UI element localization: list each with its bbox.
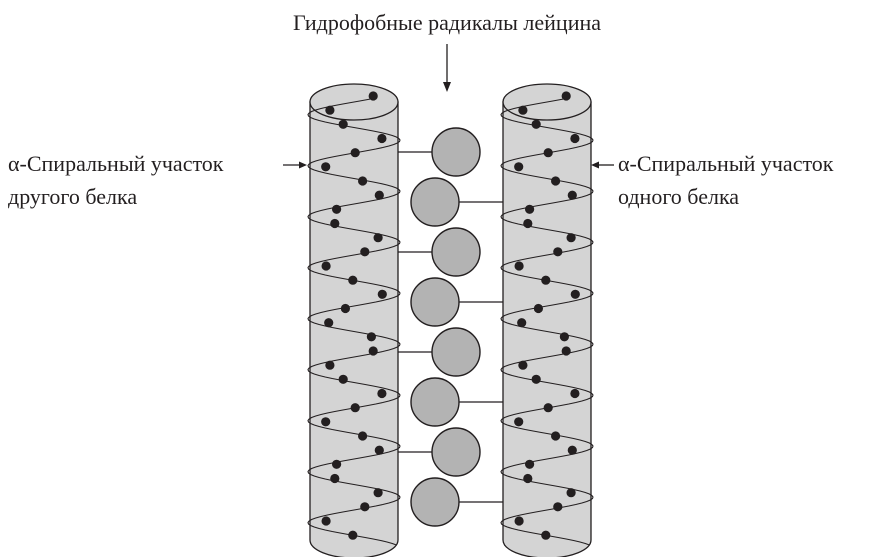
residue-dot [570,133,580,144]
residue-dot [330,473,340,484]
residue-dot [373,488,383,498]
residue-dot [325,105,335,115]
residue-dot [321,417,331,427]
residue-dot [340,303,350,314]
leucine-radical [431,227,481,277]
leucine-radical [410,477,460,527]
residue-dot [523,218,533,229]
residue-dot [374,190,384,200]
residue-dot [373,233,383,243]
residue-dot [531,374,541,384]
residue-dot [566,233,576,243]
leucine-radical [431,127,481,177]
residue-dot [523,473,533,484]
residue-dot [551,176,561,186]
residue-dot [541,530,551,540]
arrow-down-top [443,44,451,92]
residue-dot [551,431,561,441]
residue-dot [517,318,527,328]
residue-dot [543,403,553,413]
residue-dot [518,105,528,115]
residue-dot [325,360,335,370]
helix-backbone [500,97,594,546]
leucine-radical [410,177,460,227]
alpha-helix-right [500,83,594,557]
leucine-radical [410,377,460,427]
residue-dot [533,303,544,314]
residue-dot [368,91,378,101]
residue-dot [567,190,577,200]
leucine-radical [431,327,481,377]
residue-dot [321,261,331,271]
residue-dot [358,431,368,441]
residue-dot [541,275,551,285]
alpha-helix-left [307,83,401,557]
connector-lines [398,151,503,503]
residue-dot [324,318,334,328]
residue-dot [377,388,387,399]
residue-dot [531,119,541,129]
residue-dot [360,502,370,512]
arrow-left-right-label [591,161,614,169]
residue-dot [330,218,340,229]
arrow-right-left-label [283,161,307,169]
helix-backbone [307,97,401,546]
residue-dot [525,459,535,469]
residue-dot [567,445,577,455]
label-right-helix-line2: одного белка [618,184,739,209]
residue-dot [366,332,376,342]
leucine-radicals [410,127,481,527]
residue-dot [332,459,342,469]
residue-dot [358,176,368,186]
residue-dot [377,133,387,144]
residue-dot [553,502,563,512]
label-left-helix-line1: α-Спиральный участок [8,151,224,176]
residue-dot [514,261,524,271]
residue-dot [368,346,378,356]
residue-dot [553,247,563,257]
label-right-helix-line1: α-Спиральный участок [618,151,834,176]
residue-dot [561,91,571,101]
residue-dot [561,346,571,356]
residue-dot [321,516,331,526]
residue-dot [348,530,358,540]
residue-dot [338,374,348,384]
residue-dot [570,388,580,399]
residue-dot [350,148,360,158]
residue-dot [514,162,524,172]
label-hydrophobic-radicals: Гидрофобные радикалы лейцина [293,10,601,35]
residue-dot [525,204,535,214]
residue-dot [543,148,553,158]
residue-dot [518,360,528,370]
residue-dot [514,417,524,427]
label-left-helix-line2: другого белка [8,184,137,209]
leucine-radical [431,427,481,477]
residue-dot [377,289,387,299]
residue-dot [514,516,524,526]
residue-dot [321,162,331,172]
residue-dot [350,403,360,413]
residue-dot [338,119,348,129]
residue-dot [570,289,580,299]
leucine-radical [410,277,460,327]
residue-dot [360,247,370,257]
residue-dot [348,275,358,285]
residue-dot [374,445,384,455]
residue-dot [566,488,576,498]
residue-dot [559,332,570,342]
residue-dot [332,204,342,214]
